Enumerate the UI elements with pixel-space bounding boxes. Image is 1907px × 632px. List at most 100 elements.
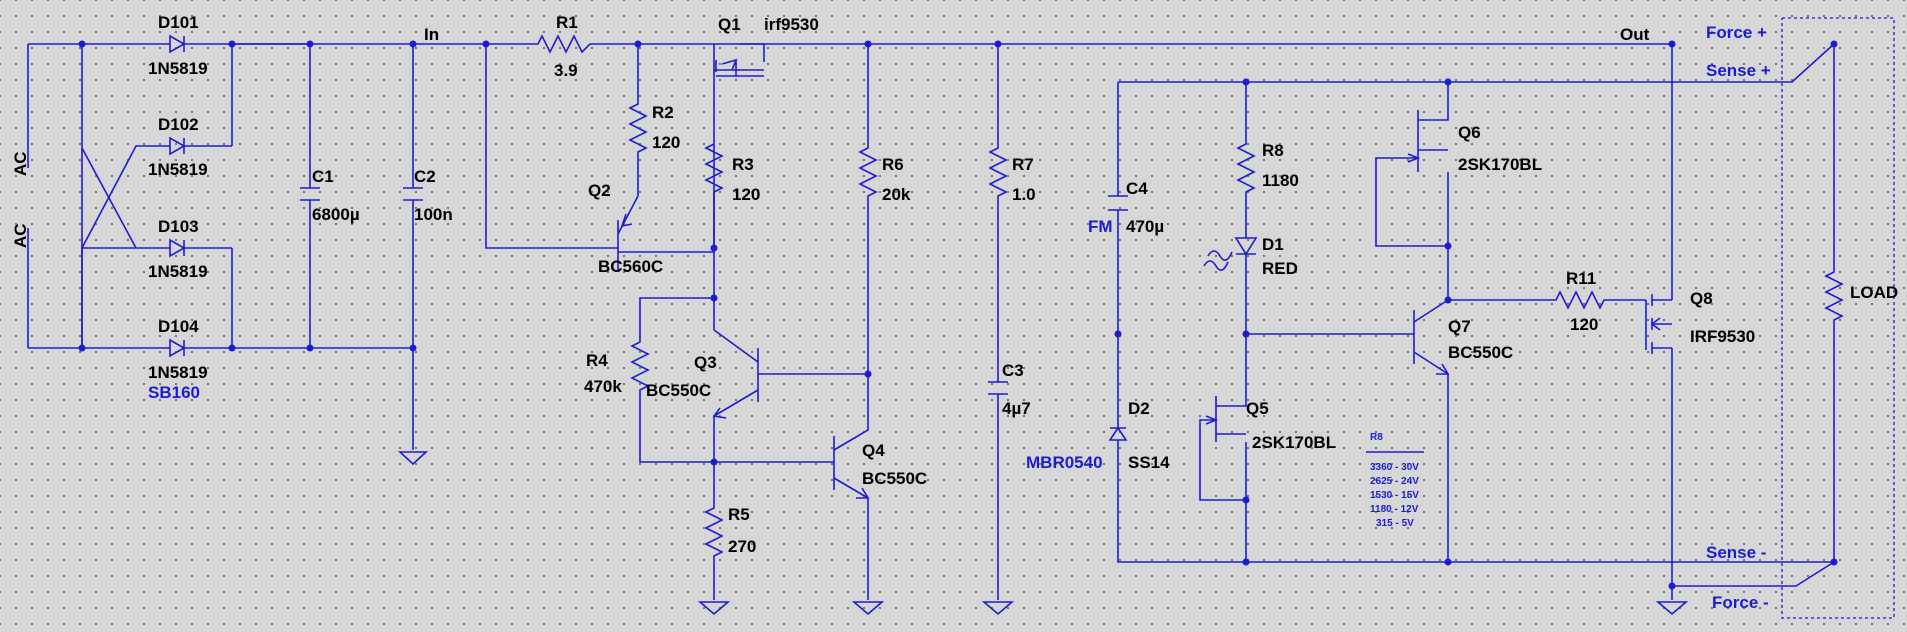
q7-ref: Q7 (1448, 317, 1471, 336)
r2-ref: R2 (652, 103, 674, 122)
ground-symbol (981, 601, 1015, 616)
r8-table-row: 2625 - 24V (1370, 476, 1419, 487)
ac-input-label-top: AC (11, 151, 30, 176)
sense-plus-port: Sense + (1706, 61, 1771, 80)
q3-ref: Q3 (694, 353, 717, 372)
q2-ref: Q2 (588, 181, 611, 200)
q1-value: irf9530 (764, 15, 819, 34)
d104-ref: D104 (158, 317, 199, 336)
reference-stage: C4 470µ FM D2 SS14 MBR0540 R8 1180 D1 RE… (1026, 43, 1835, 616)
c2-ref: C2 (414, 167, 436, 186)
pass-stage: R1 3.9 R2 120 Q1 irf9530 Q2 BC560C R3 12… (482, 13, 1036, 616)
q8-ref: Q8 (1690, 289, 1713, 308)
mosfet-q8 (1645, 44, 1673, 562)
d103-ref: D103 (158, 217, 199, 236)
resistor-r8 (1236, 82, 1256, 238)
r8-ref: R8 (1262, 141, 1284, 160)
r8-table-row: 1530 - 15V (1370, 490, 1419, 501)
capacitor-c3 (988, 381, 1008, 395)
d1-value: RED (1262, 259, 1298, 278)
ground-symbol (851, 601, 885, 616)
transistor-q3 (712, 329, 868, 462)
r8-table-row: 3360 - 30V (1370, 462, 1419, 473)
jfet-q6 (1375, 82, 1449, 300)
r5-value: 270 (728, 537, 756, 556)
q4-ref: Q4 (862, 441, 885, 460)
d1-ref: D1 (1262, 235, 1284, 254)
resistor-r4 (630, 297, 714, 463)
transistor-q7 (1246, 299, 1450, 562)
d102-ref: D102 (158, 115, 199, 134)
r4-ref: R4 (586, 351, 608, 370)
mosfet-q1 (713, 43, 765, 77)
d101-ref: D101 (158, 13, 199, 32)
resistor-r6 (858, 44, 878, 374)
in-node-label: In (424, 25, 439, 44)
transistor-q4 (714, 374, 870, 600)
r11-ref: R11 (1566, 269, 1596, 288)
capacitor-c2 (403, 187, 423, 201)
r2-value: 120 (652, 133, 680, 152)
d103-value: 1N5819 (148, 262, 208, 281)
r8-value: 1180 (1262, 171, 1299, 190)
r5-ref: R5 (728, 505, 750, 524)
c1-ref: C1 (312, 167, 334, 186)
diode-d101 (169, 34, 186, 54)
q3-value: BC550C (646, 381, 711, 400)
d2-alt-value: MBR0540 (1026, 453, 1103, 472)
r8-table-row: 1180 - 12V (1370, 504, 1419, 515)
resistor-r3 (704, 143, 724, 298)
jfet-q5 (1199, 334, 1247, 562)
r7-ref: R7 (1012, 155, 1034, 174)
ground-symbol (397, 451, 429, 466)
c3-value: 4µ7 (1002, 399, 1031, 418)
r8-table-title: R8 (1370, 432, 1383, 443)
c4-alt-value: FM (1088, 217, 1113, 236)
d2-value: SS14 (1128, 453, 1170, 472)
c4-ref: C4 (1126, 179, 1148, 198)
out-node-label: Out (1620, 25, 1650, 44)
d104-alt-value: SB160 (148, 383, 200, 402)
q5-value: 2SK170BL (1252, 433, 1336, 452)
r1-value: 3.9 (554, 61, 578, 80)
q5-ref: Q5 (1246, 399, 1269, 418)
resistor-r5 (704, 462, 724, 600)
transistor-q2 (617, 195, 714, 270)
r4-value: 470k (584, 377, 622, 396)
led-d1 (1203, 237, 1258, 334)
q7-value: BC550C (1448, 343, 1513, 362)
resistor-r2 (628, 44, 648, 196)
c2-value: 100n (414, 205, 453, 224)
r6-ref: R6 (882, 155, 904, 174)
r8-table-row: 315 - 5V (1376, 518, 1414, 529)
d102-value: 1N5819 (148, 160, 208, 179)
input-filter: C1 6800µ C2 100n In (232, 25, 486, 466)
c3-ref: C3 (1002, 361, 1024, 380)
ground-symbol (1655, 601, 1689, 616)
r1-ref: R1 (556, 13, 578, 32)
r3-value: 120 (732, 185, 760, 204)
d104-value: 1N5819 (148, 363, 208, 382)
q6-value: 2SK170BL (1458, 155, 1542, 174)
ac-input-label-bottom: AC (11, 223, 30, 248)
ground-symbol (697, 601, 731, 616)
force-minus-port: Force - (1712, 593, 1769, 612)
q1-ref: Q1 (718, 15, 741, 34)
c1-value: 6800µ (312, 205, 360, 224)
sense-minus-port: Sense - (1706, 543, 1766, 562)
q6-ref: Q6 (1458, 123, 1481, 142)
force-plus-port: Force + (1706, 23, 1767, 42)
diode-d104 (169, 338, 186, 358)
r6-value: 20k (882, 185, 911, 204)
d2-ref: D2 (1128, 399, 1150, 418)
diode-d2 (1108, 426, 1128, 441)
diode-d102 (169, 136, 186, 156)
q8-value: IRF9530 (1690, 327, 1755, 346)
r11-value: 120 (1570, 315, 1598, 334)
r7-value: 1.0 (1012, 185, 1036, 204)
diode-d103 (169, 238, 186, 258)
bridge-rectifier: D101 1N5819 D102 1N5819 D103 1N5819 D104… (11, 13, 236, 402)
d101-value: 1N5819 (148, 59, 208, 78)
